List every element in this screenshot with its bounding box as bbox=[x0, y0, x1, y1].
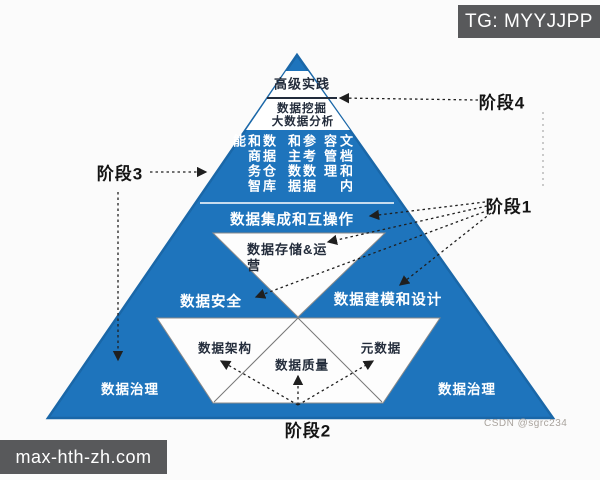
stage4-arrow bbox=[338, 92, 479, 104]
stage2-label: 阶段2 bbox=[284, 421, 332, 441]
site-watermark-banner: max-hth-zh.com bbox=[0, 440, 167, 474]
storage-triangle bbox=[211, 232, 387, 318]
modeling-design-label: 数据建模和设计 bbox=[333, 292, 443, 309]
stage3-label: 阶段3 bbox=[96, 164, 144, 184]
column-doc-1: 文档和内 bbox=[338, 134, 353, 194]
column-refdata-2: 和主数据 bbox=[286, 134, 301, 194]
column-doc-2: 容管理 bbox=[322, 134, 337, 179]
column-dwbi-overflow: 能 bbox=[231, 134, 246, 149]
stage2-arrow-metadata bbox=[297, 360, 375, 406]
stage2-arrow-architecture bbox=[219, 360, 299, 406]
column-dwbi-1: 数据仓库 bbox=[261, 134, 276, 194]
storage-ops-line2: 营 bbox=[247, 258, 262, 273]
quality-label: 数据质量 bbox=[274, 358, 330, 373]
top-white-band bbox=[246, 71, 350, 130]
tg-watermark-banner: TG: MYYJJPP bbox=[458, 5, 600, 38]
stage4-label: 阶段4 bbox=[478, 93, 526, 113]
stage1-label: 阶段1 bbox=[485, 197, 533, 217]
trapezoid-divider-left bbox=[213, 317, 299, 403]
foundation-trapezoid bbox=[156, 317, 441, 404]
governance-right-label: 数据治理 bbox=[438, 382, 496, 397]
column-refdata-1: 参考数据 bbox=[301, 134, 316, 194]
data-mining-label: 数据挖掘 bbox=[277, 103, 327, 115]
trapezoid-divider-right bbox=[297, 317, 383, 403]
security-label: 数据安全 bbox=[180, 294, 242, 311]
governance-left-label: 数据治理 bbox=[101, 382, 159, 397]
advanced-practice-label: 高级实践 bbox=[273, 76, 331, 92]
storage-ops-label: 数据存储&运 营 bbox=[247, 242, 327, 274]
integration-label: 数据集成和互操作 bbox=[230, 212, 354, 229]
top-box-divider bbox=[267, 97, 337, 99]
storage-ops-line1: 数据存储&运 bbox=[247, 242, 328, 257]
architecture-label: 数据架构 bbox=[197, 341, 253, 356]
column-dwbi-2: 和商务智 bbox=[246, 134, 261, 194]
csdn-watermark: CSDN @sgrc234 bbox=[484, 418, 568, 429]
big-data-analysis-label: 大数据分析 bbox=[271, 116, 335, 128]
metadata-label: 元数据 bbox=[360, 341, 402, 356]
